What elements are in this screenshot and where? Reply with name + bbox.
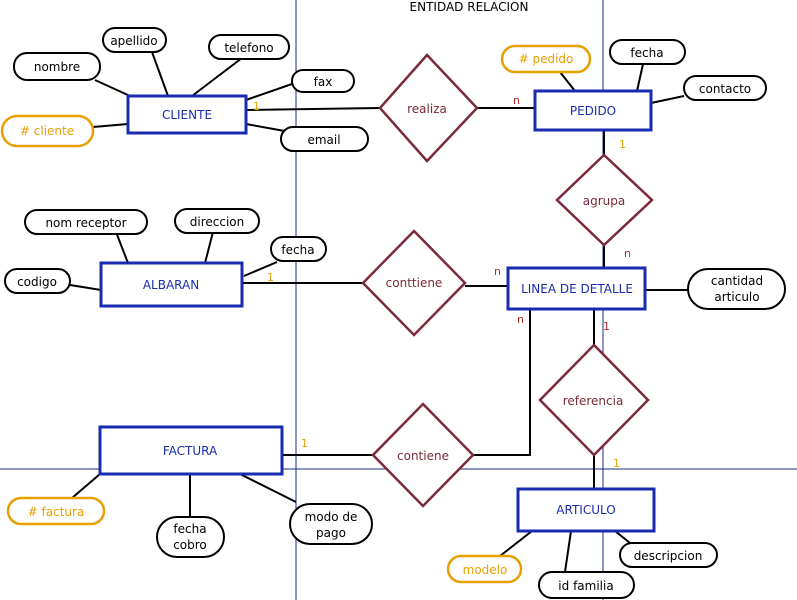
attribute-contacto[interactable]: [683, 75, 767, 101]
key-attribute-label: # cliente: [20, 124, 74, 138]
attribute-nombre[interactable]: [13, 52, 101, 81]
relationship-label: referencia: [563, 394, 624, 408]
entity-label: CLIENTE: [162, 108, 212, 122]
key-attribute-modelo[interactable]: [446, 554, 523, 584]
cardinality-label: 1: [301, 437, 308, 450]
relationship-label: contiene: [397, 449, 449, 463]
attribute-label: contacto: [699, 82, 751, 96]
relationship-agrupa[interactable]: [555, 153, 654, 247]
cardinality-label: n: [494, 265, 501, 278]
entity-label: LINEA DE DETALLE: [521, 282, 633, 296]
attribute-label: email: [307, 133, 340, 147]
key-attribute-pedido[interactable]: [500, 44, 592, 74]
attribute-apellido[interactable]: [102, 27, 167, 53]
entity-label: PEDIDO: [570, 104, 616, 118]
relationship-label: conttiene: [386, 276, 443, 290]
entity-linea-de-detalle[interactable]: [506, 266, 647, 311]
key-attribute-label: modelo: [463, 563, 508, 577]
relationship-contiene[interactable]: [371, 402, 475, 508]
key-attribute-label: # pedido: [519, 52, 574, 66]
entity-label: FACTURA: [163, 444, 218, 458]
attribute-label: nombre: [34, 60, 80, 74]
attribute-direccion[interactable]: [174, 208, 260, 234]
entities: [98, 89, 656, 533]
entity-label: ALBARAN: [143, 278, 199, 292]
relationship-realiza[interactable]: [378, 53, 479, 163]
relationship-conttiene[interactable]: [361, 229, 467, 337]
attribute-label: apellido: [110, 34, 157, 48]
attribute-label: cantidad: [711, 274, 763, 288]
entity-pedido[interactable]: [533, 89, 653, 132]
cardinality-label: 1: [613, 457, 620, 470]
attribute-modo-de-pago[interactable]: [289, 503, 373, 545]
entity-factura[interactable]: [98, 425, 284, 476]
attribute-label: direccion: [190, 215, 244, 229]
diagram-title: ENTIDAD RELACION: [410, 0, 529, 14]
attribute-fecha-albaran[interactable]: [270, 236, 327, 262]
attribute-label: fax: [314, 75, 333, 89]
attributes: [4, 27, 786, 599]
attribute-descripcion[interactable]: [619, 542, 718, 568]
attribute-label: pago: [316, 526, 346, 540]
relationship-referencia[interactable]: [538, 343, 650, 457]
attribute-label: cobro: [173, 538, 207, 552]
attribute-label: descripcion: [634, 549, 703, 563]
entity-label: ARTICULO: [556, 503, 615, 517]
attribute-fecha-pedido[interactable]: [609, 39, 686, 65]
attribute-id-familia[interactable]: [538, 571, 635, 599]
attribute-label: nom receptor: [45, 216, 126, 230]
cardinality-label: 1: [253, 100, 260, 113]
attribute-label: fecha: [173, 522, 206, 536]
entity-articulo[interactable]: [516, 487, 656, 533]
key-attribute-factura[interactable]: [6, 496, 106, 526]
connectors: [69, 51, 688, 573]
attribute-telefono[interactable]: [208, 34, 290, 60]
cardinality-label: 1: [619, 138, 626, 151]
attribute-label: telefono: [224, 41, 273, 55]
cardinality-label: n: [624, 247, 631, 260]
cardinality-label: 1: [267, 271, 274, 284]
key-attribute-cliente[interactable]: [0, 114, 95, 148]
attribute-label: codigo: [17, 275, 57, 289]
attribute-cantidad-articulo[interactable]: [687, 268, 786, 310]
attribute-label: id familia: [558, 579, 613, 593]
entity-cliente[interactable]: [126, 94, 248, 135]
attribute-label: modo de: [305, 510, 358, 524]
key-attribute-label: # factura: [28, 505, 85, 519]
cardinality-label: n: [517, 313, 524, 326]
cardinality-label: n: [513, 94, 520, 107]
attribute-fecha-cobro[interactable]: [156, 516, 225, 558]
attribute-fax[interactable]: [291, 69, 355, 93]
relationship-label: agrupa: [583, 194, 625, 208]
attribute-label: fecha: [630, 46, 663, 60]
attribute-codigo[interactable]: [4, 268, 71, 294]
key-attributes: [0, 44, 592, 584]
relationship-label: realiza: [407, 102, 447, 116]
entity-albaran[interactable]: [99, 261, 244, 308]
attribute-nom-receptor[interactable]: [24, 209, 148, 235]
attribute-label: articulo: [714, 290, 759, 304]
relationships: [361, 53, 654, 508]
attribute-label: fecha: [281, 243, 314, 257]
attribute-email[interactable]: [280, 126, 369, 152]
cardinality-label: 1: [603, 320, 610, 333]
